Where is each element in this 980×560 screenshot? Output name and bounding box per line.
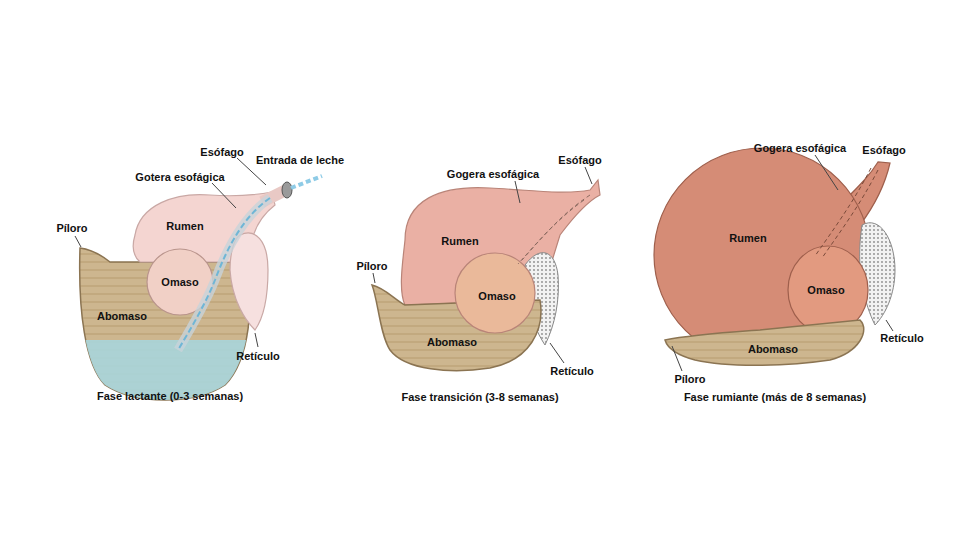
part-label: Abomaso bbox=[427, 336, 477, 348]
part-label: Gotera esofágica bbox=[135, 171, 224, 183]
panel-rumiante bbox=[654, 148, 895, 371]
part-label: Gogera esofágica bbox=[754, 142, 846, 154]
stage-caption: Fase transición (3-8 semanas) bbox=[401, 391, 558, 403]
part-label: Rumen bbox=[729, 232, 766, 244]
part-label: Píloro bbox=[56, 222, 87, 234]
part-label: Esófago bbox=[200, 146, 243, 158]
part-label: Píloro bbox=[356, 260, 387, 272]
part-label: Omaso bbox=[807, 284, 844, 296]
panel-transicion bbox=[372, 167, 600, 371]
part-label: Gogera esofágica bbox=[447, 168, 539, 180]
stage-caption: Fase lactante (0-3 semanas) bbox=[97, 390, 243, 402]
part-label: Retículo bbox=[880, 332, 923, 344]
part-label: Esófago bbox=[862, 144, 905, 156]
part-label: Omaso bbox=[478, 290, 515, 302]
part-label: Entrada de leche bbox=[256, 154, 344, 166]
part-label: Abomaso bbox=[748, 343, 798, 355]
part-label: Retículo bbox=[236, 350, 279, 362]
part-label: Píloro bbox=[674, 373, 705, 385]
part-label: Rumen bbox=[166, 220, 203, 232]
part-label: Esófago bbox=[558, 154, 601, 166]
stage-caption: Fase rumiante (más de 8 semanas) bbox=[684, 391, 866, 403]
part-label: Omaso bbox=[161, 276, 198, 288]
part-label: Rumen bbox=[441, 235, 478, 247]
part-label: Retículo bbox=[550, 365, 593, 377]
part-label: Abomaso bbox=[97, 310, 147, 322]
panel-lactante bbox=[60, 158, 322, 420]
